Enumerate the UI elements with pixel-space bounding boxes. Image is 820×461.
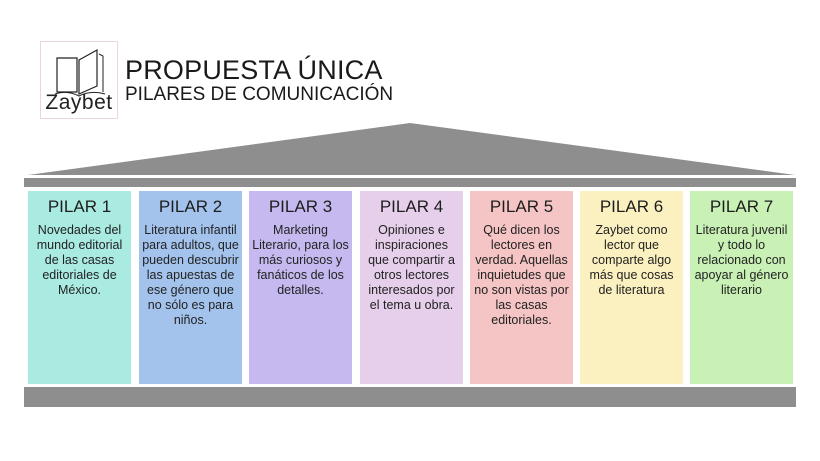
- roof-triangle: [28, 123, 795, 175]
- pillar-description: Opiniones e inspiraciones que compartir …: [368, 223, 455, 312]
- pillar-title: PILAR 7: [709, 197, 774, 216]
- pillar-5: PILAR 5 Qué dicen los lectores en verdad.…: [470, 191, 573, 384]
- page-subtitle: PILARES DE COMUNICACIÓN: [125, 84, 394, 105]
- pillar-title: PILAR 5: [489, 197, 554, 216]
- pillar-title: PILAR 4: [379, 197, 444, 216]
- logo-text: Zaybet: [45, 91, 113, 114]
- open-book-icon: [54, 48, 106, 97]
- zaybet-logo: Zaybet: [40, 41, 118, 119]
- pillar-title: PILAR 6: [599, 197, 664, 216]
- pillar-description: Literatura juvenil y todo lo relacionado…: [694, 223, 789, 297]
- pillar-description: Marketing Literario, para los más curios…: [252, 223, 349, 297]
- pillar-2: PILAR 2 Literatura infantil para adultos,…: [139, 191, 242, 384]
- roof-band: [24, 178, 796, 187]
- base: [24, 387, 796, 407]
- pillar-title: PILAR 3: [268, 197, 333, 216]
- pillar-description: Qué dicen los lectores en verdad. Aquell…: [474, 223, 569, 327]
- roof: [28, 123, 795, 175]
- pillar-3: PILAR 3 Marketing Literario, para los más…: [249, 191, 352, 384]
- pillar-4: PILAR 4 Opiniones e inspiraciones que com…: [360, 191, 463, 384]
- pillar-title: PILAR 2: [158, 197, 223, 216]
- pillar-description: Novedades del mundo editorial de las cas…: [36, 223, 123, 297]
- page-title: PROPUESTA ÚNICA: [125, 55, 383, 85]
- pillar-6: PILAR 6 Zaybet como lector que comparte a…: [580, 191, 683, 384]
- pillar-description: Literatura infantil para adultos, que pu…: [142, 223, 239, 327]
- pillar-description: Zaybet como lector que comparte algo más…: [589, 223, 674, 297]
- pillar-7: PILAR 7 Literatura juvenil y todo lo rela…: [690, 191, 793, 384]
- pillar-1: PILAR 1 Novedades del mundo editorial de …: [28, 191, 131, 384]
- pillar-title: PILAR 1: [47, 197, 112, 216]
